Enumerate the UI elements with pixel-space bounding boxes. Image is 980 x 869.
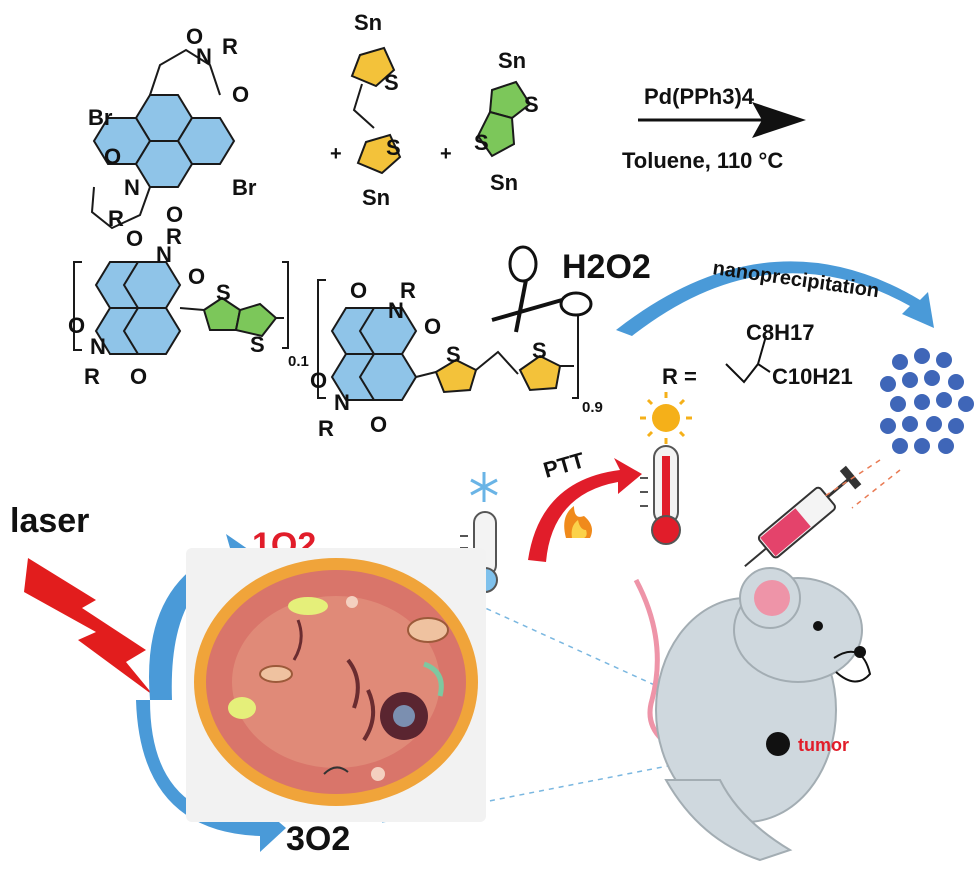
svg-text:R: R	[108, 206, 124, 231]
tumor-marker	[766, 732, 790, 756]
laser-label: laser	[10, 502, 89, 540]
bis-stannyl-thienylvinylene: Sn S S Sn	[350, 10, 402, 210]
conditions-label: Toluene, 110 °C	[622, 148, 783, 173]
svg-text:Br: Br	[88, 105, 113, 130]
ptt-arrow	[528, 458, 642, 562]
r-group: R = C8H17 C10H21	[662, 320, 853, 389]
svg-text:O: O	[130, 364, 147, 389]
svg-text:O: O	[424, 314, 441, 339]
svg-text:O: O	[232, 82, 249, 107]
plus-sign: +	[330, 143, 342, 165]
svg-text:O: O	[166, 202, 183, 227]
svg-text:S: S	[446, 342, 461, 367]
svg-text:S: S	[386, 135, 401, 160]
mouse-illustration	[633, 567, 872, 862]
thermometer-hot-icon	[640, 445, 681, 545]
lightning-icon	[24, 558, 154, 696]
svg-text:N: N	[124, 175, 140, 200]
svg-text:O: O	[126, 226, 143, 251]
svg-text:S: S	[474, 130, 489, 155]
svg-text:N: N	[334, 390, 350, 415]
svg-text:O: O	[68, 313, 85, 338]
sun-icon	[640, 392, 692, 444]
r-equals-label: R =	[662, 364, 697, 389]
svg-text:Sn: Sn	[498, 48, 526, 73]
svg-text:O: O	[188, 264, 205, 289]
subscript-a: 0.1	[288, 353, 309, 370]
svg-text:N: N	[196, 44, 212, 69]
nanoparticle-cluster	[880, 348, 974, 454]
svg-text:O: O	[186, 24, 203, 49]
oxidant-label: H2O2	[562, 248, 651, 286]
snowflake-icon	[470, 472, 498, 502]
svg-text:R: R	[222, 34, 238, 59]
reaction-arrow	[638, 102, 806, 138]
triplet-oxygen-label: 3O2	[286, 820, 350, 858]
svg-text:O: O	[370, 412, 387, 437]
nanoprecipitation-arrow	[616, 261, 934, 336]
cell-illustration	[186, 548, 486, 822]
catalyst-label: Pd(PPh3)4	[644, 84, 755, 109]
syringe-icon	[744, 465, 862, 568]
svg-text:S: S	[250, 332, 265, 357]
svg-text:S: S	[532, 338, 547, 363]
tumor-label: tumor	[798, 735, 849, 755]
svg-text:R: R	[84, 364, 100, 389]
ndi-monomer: O N R O Br Br O N R O	[88, 24, 257, 231]
svg-text:Sn: Sn	[354, 10, 382, 35]
svg-text:R: R	[318, 416, 334, 441]
svg-text:O: O	[104, 144, 121, 169]
bis-stannyl-thienothiophene: Sn S S Sn	[474, 48, 539, 195]
svg-text:R: R	[166, 224, 182, 249]
flame-icon	[564, 506, 592, 538]
r-branch-2: C10H21	[772, 364, 853, 389]
svg-text:Br: Br	[232, 175, 257, 200]
svg-text:O: O	[310, 368, 327, 393]
svg-text:S: S	[216, 280, 231, 305]
svg-text:Sn: Sn	[490, 170, 518, 195]
svg-text:S: S	[524, 92, 539, 117]
svg-text:O: O	[350, 278, 367, 303]
r-branch-1: C8H17	[746, 320, 814, 345]
svg-text:N: N	[388, 298, 404, 323]
svg-text:Sn: Sn	[362, 185, 390, 210]
scissors-icon	[491, 245, 593, 333]
svg-text:R: R	[400, 278, 416, 303]
svg-text:N: N	[156, 242, 172, 267]
subscript-b: 0.9	[582, 399, 603, 416]
plus-sign: +	[440, 143, 452, 165]
polymer-structure: O N R O O N R O S S 0.1 O N R O O N R O …	[68, 224, 603, 441]
therapy-label: PTT	[540, 447, 587, 483]
svg-text:S: S	[384, 70, 399, 95]
svg-text:N: N	[90, 334, 106, 359]
